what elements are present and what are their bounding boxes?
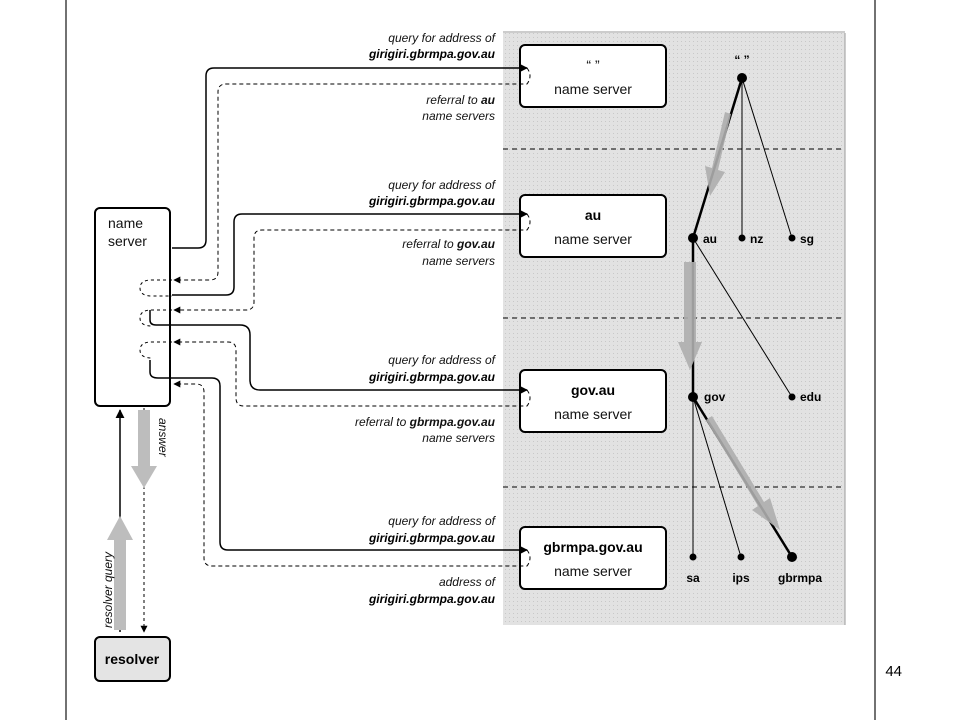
node-root	[737, 73, 747, 83]
referral-label-2-line2: name servers	[422, 254, 495, 268]
internal-loop-2	[139, 309, 172, 327]
query-arrow-gov-au	[149, 310, 528, 395]
address-label-line1: address of	[439, 575, 497, 589]
au-server-title: au	[585, 207, 601, 223]
path-arrow-root-au	[705, 112, 731, 196]
answer-label: answer	[156, 418, 170, 458]
root-server-subtitle: name server	[554, 81, 632, 97]
referral-arrow-gbrmpa	[173, 338, 531, 407]
gov-au-name-server-box: gov.au name server	[519, 369, 667, 433]
namespace-tree: “ ” au nz sg gov edu sa ips gbrmpa	[678, 53, 822, 585]
query-label-4-line2: girigiri.gbrmpa.gov.au	[368, 531, 496, 545]
query-label-2-line1: query for address of	[388, 178, 496, 192]
node-sa	[689, 553, 697, 561]
label-sa: sa	[686, 571, 700, 585]
node-gbrmpa	[787, 552, 797, 562]
label-edu: edu	[800, 390, 821, 404]
referral-label-3-line1: referral to gbrmpa.gov.au	[355, 415, 496, 429]
internal-loop-1	[139, 279, 172, 297]
resolver-query-label: resolver query	[101, 551, 115, 628]
node-au	[688, 233, 698, 243]
internal-loop-3	[139, 341, 172, 359]
node-ips	[737, 553, 745, 561]
root-name-server-box: “ ” name server	[519, 44, 667, 108]
address-label-line2: girigiri.gbrmpa.gov.au	[368, 592, 496, 606]
edge-gov-ips	[692, 396, 742, 558]
referral-arrow-gov-au	[173, 213, 531, 314]
query-label-1-line1: query for address of	[388, 31, 496, 45]
local-name-server-box: name server	[94, 207, 171, 407]
query-label-1-line2: girigiri.gbrmpa.gov.au	[368, 47, 496, 61]
query-arrow-gbrmpa	[149, 360, 528, 555]
label-gbrmpa: gbrmpa	[778, 571, 822, 585]
edge-root-sg	[741, 77, 793, 239]
path-arrow-au-gov	[678, 262, 702, 370]
path-arrow-gov-gbrmpa	[706, 416, 780, 530]
label-ips: ips	[732, 571, 750, 585]
gbrmpa-name-server-box: gbrmpa.gov.au name server	[519, 526, 667, 590]
label-nz: nz	[750, 232, 763, 246]
gbrmpa-server-title: gbrmpa.gov.au	[543, 539, 642, 555]
label-root: “ ”	[734, 53, 749, 67]
node-sg	[788, 234, 796, 242]
answer-gray-arrow	[131, 410, 157, 488]
label-gov: gov	[704, 390, 726, 404]
edge-au-edu	[692, 237, 793, 398]
query-arrow-au	[172, 209, 528, 296]
au-server-subtitle: name server	[554, 231, 632, 247]
au-name-server-box: au name server	[519, 194, 667, 258]
gov-au-server-subtitle: name server	[554, 406, 632, 422]
message-labels: query for address of girigiri.gbrmpa.gov…	[355, 31, 497, 606]
query-label-2-line2: girigiri.gbrmpa.gov.au	[368, 194, 496, 208]
referral-label-2-line1: referral to gov.au	[402, 237, 495, 251]
label-sg: sg	[800, 232, 814, 246]
local-server-label-line2: server	[108, 233, 147, 249]
root-server-title: “ ”	[586, 57, 600, 73]
gov-au-server-title: gov.au	[571, 382, 615, 398]
address-reply-arrow	[173, 380, 531, 567]
label-au: au	[703, 232, 717, 246]
referral-label-3-line2: name servers	[422, 431, 495, 445]
resolver-query-gray-arrow	[107, 516, 133, 630]
local-server-label-line1: name	[108, 215, 143, 231]
resolver-label: resolver	[105, 651, 160, 667]
query-label-4-line1: query for address of	[388, 514, 496, 528]
node-edu	[788, 393, 796, 401]
node-nz	[738, 234, 746, 242]
referral-arrow-au	[173, 67, 531, 284]
query-arrow-root	[172, 63, 528, 249]
page-number: 44	[885, 663, 902, 680]
referral-label-1-line1: referral to au	[426, 93, 495, 107]
node-gov	[688, 392, 698, 402]
query-label-3-line2: girigiri.gbrmpa.gov.au	[368, 370, 496, 384]
gbrmpa-server-subtitle: name server	[554, 563, 632, 579]
resolver-box: resolver	[94, 636, 171, 682]
query-label-3-line1: query for address of	[388, 353, 496, 367]
referral-label-1-line2: name servers	[422, 109, 495, 123]
